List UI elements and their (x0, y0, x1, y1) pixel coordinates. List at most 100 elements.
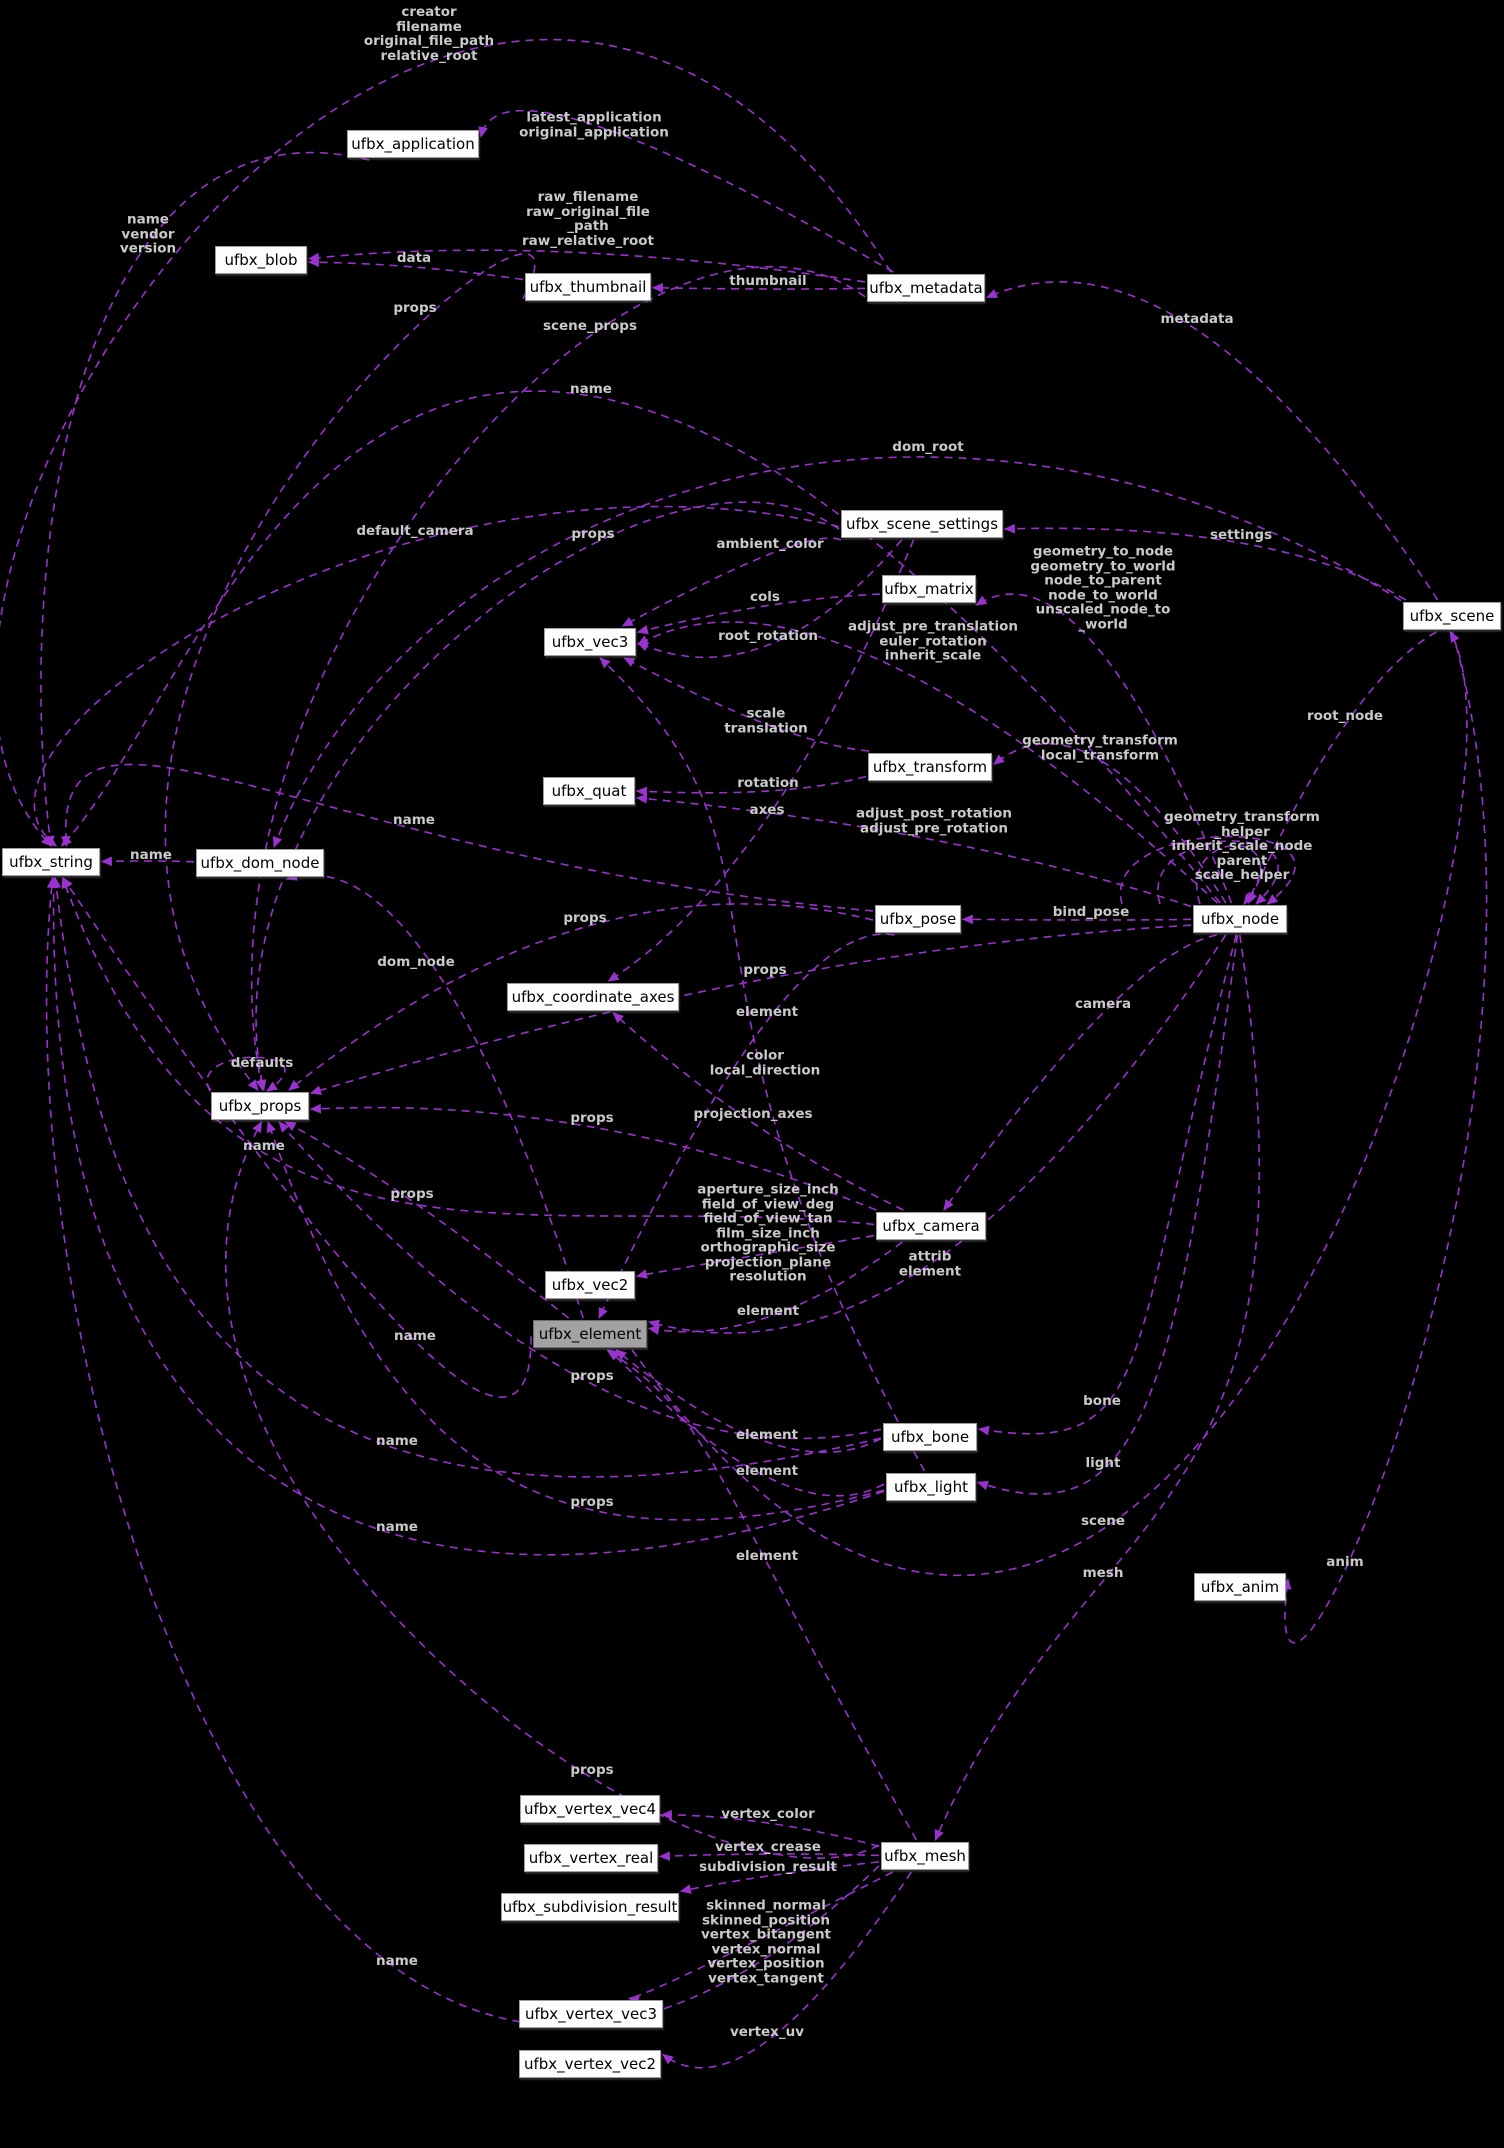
edge-label-mesh-element: element (735, 1547, 799, 1564)
node-string[interactable]: ufbx_string (2, 848, 100, 876)
edge-label-scene-node: root_node (1306, 707, 1384, 724)
node-vec2[interactable]: ufbx_vec2 (545, 1271, 635, 1299)
node-pose[interactable]: ufbx_pose (875, 905, 961, 933)
edge-node-bone (977, 934, 1238, 1436)
edge-node-props (309, 924, 1192, 1095)
node-scene[interactable]: ufbx_scene (1403, 602, 1501, 630)
edge-scene_settings-props (255, 501, 840, 1092)
edge-label-thumbnail-props: props (393, 299, 437, 316)
node-transform[interactable]: ufbx_transform (868, 753, 992, 781)
node-blob[interactable]: ufbx_blob (215, 246, 307, 274)
edge-label-node-bone: bone (1083, 1392, 1121, 1409)
edge-label-props-props: defaults (230, 1054, 294, 1071)
edge-label-scene_settings-coordinate_axes: axes (749, 801, 785, 818)
edge-node-pose (961, 914, 1192, 925)
edge-bone-props (278, 1121, 882, 1440)
node-vertex-vec3[interactable]: ufbx_vertex_vec3 (519, 2000, 663, 2028)
edge-dom_node-string (100, 856, 195, 867)
edge-label-pose-element: element (735, 1003, 799, 1020)
edge-label-thumbnail-blob: data (396, 249, 432, 266)
node-mesh[interactable]: ufbx_mesh (881, 1842, 969, 1870)
edge-label-application-string: name vendor version (119, 211, 177, 257)
edge-camera-element (647, 1241, 903, 1335)
edge-label-scene_settings-string: default_camera (356, 522, 474, 539)
edge-thumbnail-props (164, 253, 536, 1091)
edge-label-mesh-subdivision_result: subdivision_result (699, 1858, 837, 1875)
node-vertex-real[interactable]: ufbx_vertex_real (524, 1844, 658, 1872)
edge-scene-scene_settings (1003, 523, 1407, 601)
edge-label-metadata-thumbnail: thumbnail (729, 272, 807, 289)
edge-node-matrix (975, 593, 1233, 904)
edge-scene-dom_node (273, 456, 1402, 849)
node-bone[interactable]: ufbx_bone (883, 1423, 977, 1451)
edge-label-element-string: name (394, 1327, 436, 1344)
edge-metadata-props (250, 265, 866, 1092)
edge-light-element (609, 1349, 885, 1497)
edge-label-node-camera: camera (1074, 995, 1132, 1012)
edge-metadata-blob (307, 249, 866, 283)
edge-label-element-props: props (390, 1185, 434, 1202)
edge-thumbnail-blob (307, 257, 524, 281)
edge-node-quat (635, 793, 1192, 908)
node-dom-node[interactable]: ufbx_dom_node (196, 849, 324, 877)
edge-matrix-vec3 (636, 593, 881, 635)
edge-label-pose-props: props (563, 909, 607, 926)
edge-metadata-string (0, 38, 892, 847)
edge-label-dom_node-string: name (130, 846, 172, 863)
edge-scene_settings-vec3 (621, 537, 842, 627)
edge-metadata-application (478, 109, 894, 273)
edge-mesh-element (606, 1349, 918, 1841)
edge-label-node-pose: bind_pose (1052, 903, 1130, 920)
edge-scene-anim (1281, 631, 1488, 1644)
node-vertex-vec4[interactable]: ufbx_vertex_vec4 (520, 1795, 660, 1823)
edge-label-scene_settings-props: props (571, 525, 615, 542)
node-vec3[interactable]: ufbx_vec3 (544, 628, 636, 656)
node-coordinate-axes[interactable]: ufbx_coordinate_axes (507, 983, 679, 1011)
edge-label-node-element: attrib element (898, 1248, 962, 1279)
edge-label-scene-metadata: metadata (1160, 310, 1234, 327)
edge-label-node-matrix: geometry_to_node geometry_to_world node_… (1030, 543, 1176, 632)
edge-scene-node (1247, 631, 1437, 905)
edge-light-string (48, 876, 885, 1556)
edge-node-mesh (934, 934, 1260, 1842)
node-props[interactable]: ufbx_props (211, 1092, 309, 1120)
node-application[interactable]: ufbx_application (347, 130, 479, 158)
edge-label-node-node: geometry_transform _helper inherit_scale… (1164, 808, 1320, 883)
edge-node-node (1196, 844, 1261, 905)
edge-label-mesh-string: name (376, 1952, 418, 1969)
node-element[interactable]: ufbx_element (533, 1320, 647, 1348)
edge-pose-string (60, 763, 874, 912)
edge-label-camera-string: name (243, 1137, 285, 1154)
node-scene-settings[interactable]: ufbx_scene_settings (841, 510, 1003, 538)
edge-light-vec3 (599, 657, 926, 1472)
edge-label-light-string: name (376, 1518, 418, 1535)
edge-label-element-dom_node: dom_node (377, 953, 455, 970)
node-node[interactable]: ufbx_node (1193, 905, 1287, 933)
node-light[interactable]: ufbx_light (886, 1473, 976, 1501)
edge-node-node (1119, 835, 1296, 905)
node-matrix[interactable]: ufbx_matrix (882, 575, 976, 603)
node-camera[interactable]: ufbx_camera (876, 1212, 986, 1240)
edge-label-scene-dom_node: dom_root (892, 438, 964, 455)
edge-label-mesh-vertex_vec3: skinned_normal skinned_position vertex_b… (700, 1897, 832, 1986)
edge-node-light (976, 934, 1239, 1495)
edge-label-transform-vec3: scale translation (724, 705, 808, 736)
node-vertex-vec2[interactable]: ufbx_vertex_vec2 (519, 2050, 661, 2078)
edge-element-scene (631, 631, 1468, 1577)
node-metadata[interactable]: ufbx_metadata (867, 274, 985, 302)
edge-mesh-vertex_vec4 (660, 1809, 880, 1848)
edge-node-transform (993, 742, 1227, 904)
edge-label-pose-string: name (393, 811, 435, 828)
edge-label-mesh-vertex_vec2: vertex_uv (729, 2023, 805, 2040)
edge-label-node-transform: geometry_transform local_transform (1022, 732, 1178, 763)
node-anim[interactable]: ufbx_anim (1194, 1573, 1286, 1601)
edge-camera-string (61, 876, 875, 1226)
edge-label-node-props: props (743, 961, 787, 978)
edge-label-mesh-vertex_real: vertex_crease (715, 1838, 821, 1855)
node-thumbnail[interactable]: ufbx_thumbnail (525, 273, 651, 301)
node-subdivision-result[interactable]: ufbx_subdivision_result (501, 1893, 679, 1921)
node-quat[interactable]: ufbx_quat (543, 777, 635, 805)
edge-label-node-vec3: adjust_pre_translation euler_rotation in… (847, 618, 1019, 664)
